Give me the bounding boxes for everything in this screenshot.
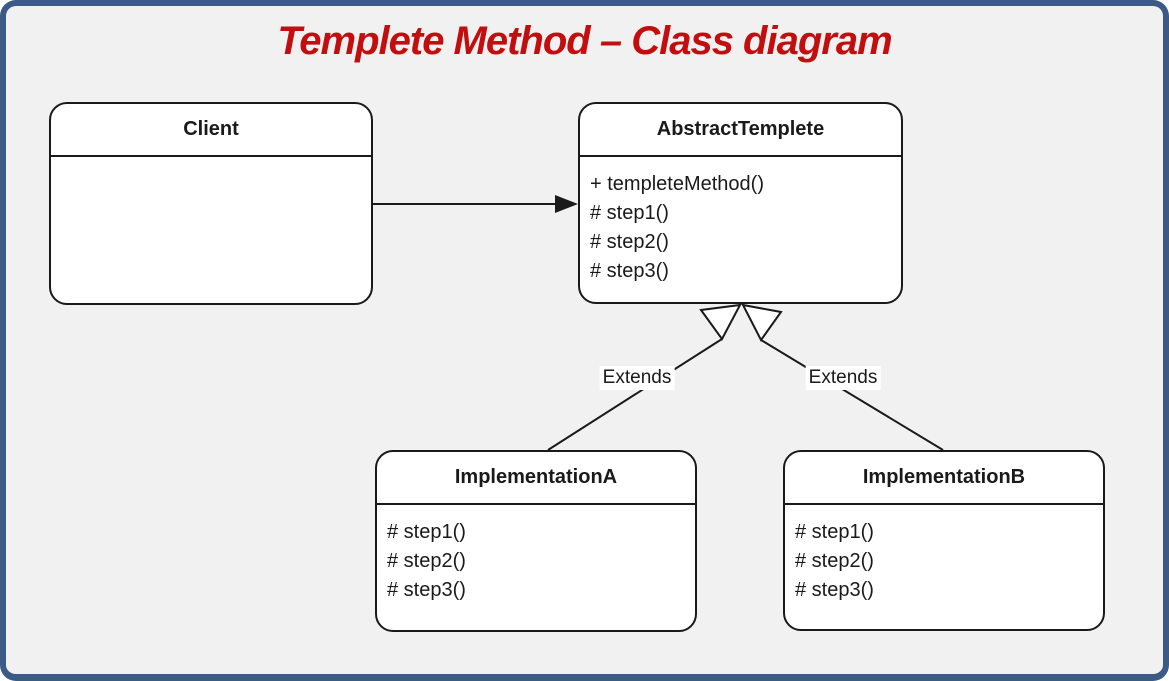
extends-label-right: Extends (805, 366, 881, 390)
class-body-client (51, 157, 371, 170)
class-box-implementation-a: ImplementationA # step1() # step2() # st… (375, 450, 697, 632)
class-name-client: Client (51, 104, 371, 157)
method-entry: # step1() (590, 202, 669, 224)
method-entry: # step2() (795, 550, 874, 572)
class-name-implementation-b: ImplementationB (785, 452, 1103, 505)
class-name-abstract-templete: AbstractTemplete (580, 104, 901, 157)
method-entry: # step3() (590, 260, 669, 282)
class-box-client: Client (49, 102, 373, 305)
class-name-implementation-a: ImplementationA (377, 452, 695, 505)
class-body-abstract-templete: + templeteMethod() # step1() # step2() #… (580, 157, 901, 286)
class-body-implementation-a: # step1() # step2() # step3() (377, 505, 695, 605)
extends-label-left: Extends (599, 366, 675, 390)
method-entry: # step3() (387, 579, 466, 601)
class-body-implementation-b: # step1() # step2() # step3() (785, 505, 1103, 605)
method-entry: + templeteMethod() (590, 173, 764, 195)
diagram-title: Templete Method – Class diagram (277, 19, 892, 63)
class-box-implementation-b: ImplementationB # step1() # step2() # st… (783, 450, 1105, 631)
method-entry: # step1() (795, 521, 874, 543)
class-box-abstract-templete: AbstractTemplete + templeteMethod() # st… (578, 102, 903, 304)
method-entry: # step3() (795, 579, 874, 601)
method-entry: # step2() (590, 231, 669, 253)
method-entry: # step2() (387, 550, 466, 572)
method-entry: # step1() (387, 521, 466, 543)
